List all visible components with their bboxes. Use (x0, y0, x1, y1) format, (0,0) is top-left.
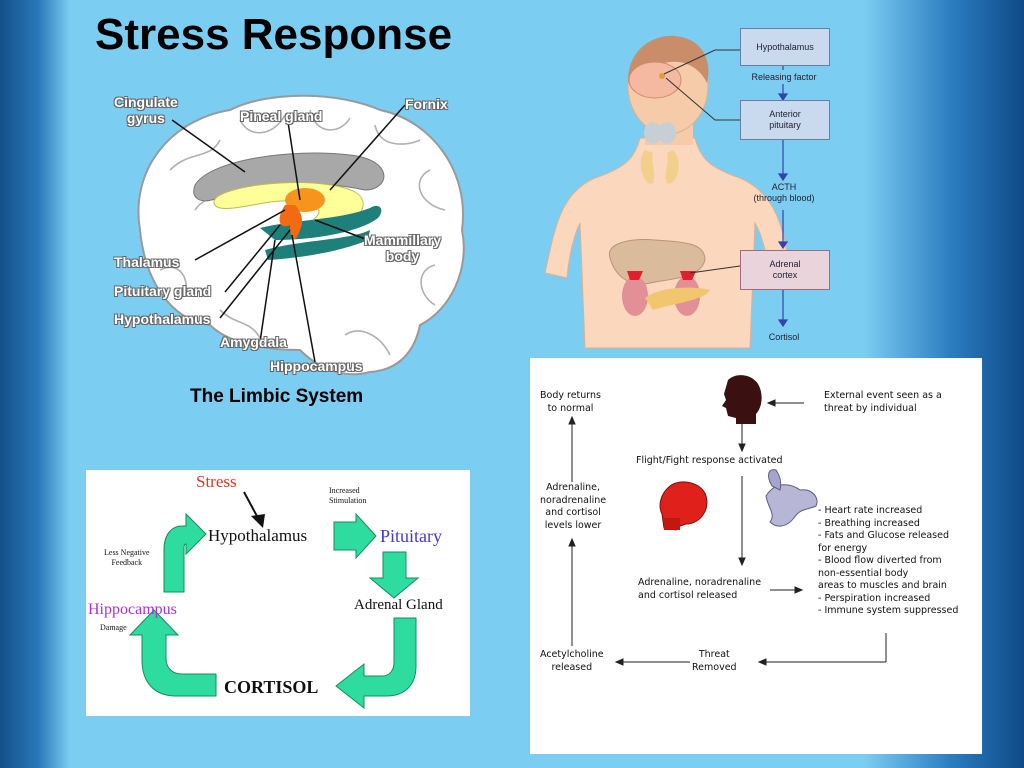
cortisol-label: Cortisol (768, 332, 800, 342)
adrenal-gland-label: Adrenal Gland (354, 597, 443, 613)
flowchart-arrows (568, 375, 887, 666)
adrenal-cortex-box: Adrenal cortex (740, 250, 830, 290)
acetylcholine-text: Acetylcholine released (540, 649, 604, 673)
cingulate-gyrus-label: Cingulate gyrus (114, 94, 178, 126)
cycle-hypothalamus-label: Hypothalamus (208, 526, 308, 545)
acth-label: ACTH (through blood) (753, 182, 815, 203)
increased-stimulation-label: Increased Stimulation (329, 486, 367, 505)
fornix-label: Fornix (405, 96, 448, 112)
hpa-axis-figure: Hypothalamus Releasing factor Anterior p… (535, 28, 865, 356)
fight-flight-flowchart: Body returns to normal External event se… (530, 358, 982, 754)
left-wave-decoration (0, 0, 70, 768)
threat-removed-text: Threat Removed (692, 649, 737, 673)
hippocampus-label: Hippocampus (270, 358, 363, 374)
stress-effects-list: - Heart rate increased - Breathing incre… (818, 505, 959, 616)
less-negative-feedback-label: Less Negative Feedback (104, 548, 150, 567)
external-event-text: External event seen as a threat by indiv… (824, 390, 942, 414)
brain-illustration (137, 94, 465, 376)
cycle-pituitary-label: Pituitary (380, 526, 442, 546)
slide-title: Stress Response (95, 10, 453, 59)
adrenaline-lower-text: Adrenaline, noradrenaline and cortisol l… (540, 482, 607, 531)
amygdala-label: Amygdala (220, 334, 287, 350)
stress-label: Stress (196, 472, 237, 491)
cycle-arrows (128, 491, 420, 710)
pituitary-gland-label: Pituitary gland (114, 283, 212, 299)
damage-label: Damage (100, 623, 127, 632)
limbic-system-figure: Cingulate gyrus Pineal gland Fornix Mamm… (100, 80, 480, 420)
cortisol-cycle-label: CORTISOL (224, 677, 319, 697)
cycle-hippocampus-label: Hippocampus (88, 601, 177, 618)
cortisol-cycle-diagram: Stress Hypothalamus Increased Stimulatio… (86, 470, 470, 716)
pineal-gland-label: Pineal gland (240, 108, 323, 124)
thalamus-label: Thalamus (114, 254, 180, 270)
flight-fight-text: Flight/Fight response activated (636, 455, 783, 466)
hypothalamus-label: Hypothalamus (114, 311, 211, 327)
body-returns-text: Body returns to normal (540, 390, 601, 414)
hypothalamus-box: Hypothalamus (740, 28, 830, 66)
limbic-system-caption: The Limbic System (190, 386, 364, 407)
adrenaline-released-text: Adrenaline, noradrenaline and cortisol r… (638, 577, 762, 601)
anterior-pituitary-box: Anterior pituitary (740, 100, 830, 140)
human-torso-illustration (544, 35, 791, 349)
mammillary-body-label: Mammillary body (364, 232, 442, 264)
releasing-factor-label: Releasing factor (751, 72, 817, 82)
